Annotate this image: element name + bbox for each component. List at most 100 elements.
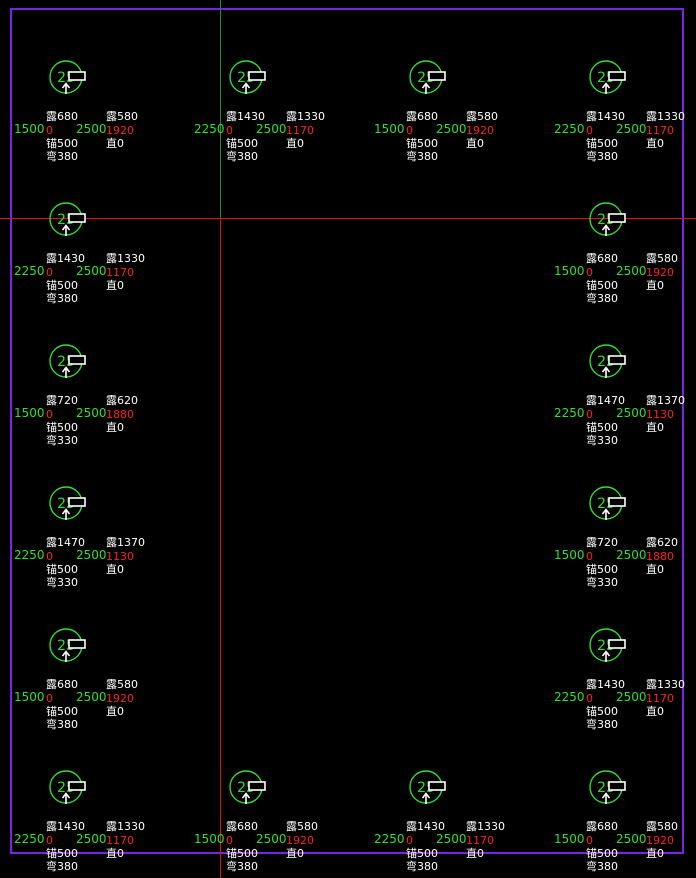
exposure-right-label: 露1370 — [646, 394, 685, 407]
anchor-length-label: 锚500 — [46, 705, 78, 718]
straight-length-label: 直0 — [286, 137, 304, 150]
red-left-value: 0 — [406, 834, 413, 847]
anchor-length-label: 锚500 — [586, 421, 618, 434]
exposure-left-label: 露1470 — [46, 536, 85, 549]
bend-length-label: 弯330 — [586, 576, 618, 589]
red-left-value: 0 — [586, 266, 593, 279]
straight-length-label: 直0 — [106, 705, 124, 718]
length-mid-value: 2500 — [436, 832, 467, 846]
bend-length-label: 弯380 — [586, 150, 618, 163]
exposure-left-label: 露1430 — [226, 110, 265, 123]
exposure-left-label: 露720 — [46, 394, 78, 407]
straight-length-label: 直0 — [106, 563, 124, 576]
exposure-right-label: 露1330 — [466, 820, 505, 833]
exposure-right-label: 露1330 — [646, 678, 685, 691]
red-right-value: 1170 — [106, 834, 134, 847]
red-right-value: 1880 — [646, 550, 674, 563]
length-mid-value: 2500 — [76, 264, 107, 278]
bend-length-label: 弯380 — [226, 860, 258, 873]
exposure-right-label: 露1330 — [286, 110, 325, 123]
exposure-right-label: 露580 — [646, 252, 678, 265]
length-left-value: 1500 — [554, 548, 585, 562]
rebar-symbol-icon: 25 — [589, 770, 626, 804]
red-left-value: 0 — [46, 266, 53, 279]
rebar-symbol-icon: 25 — [589, 486, 626, 520]
red-right-value: 1920 — [646, 834, 674, 847]
exposure-right-label: 露580 — [466, 110, 498, 123]
red-right-value: 1170 — [106, 266, 134, 279]
length-left-value: 1500 — [554, 264, 585, 278]
exposure-right-label: 露1370 — [106, 536, 145, 549]
exposure-right-label: 露580 — [106, 110, 138, 123]
bend-length-label: 弯380 — [406, 150, 438, 163]
length-left-value: 1500 — [14, 406, 45, 420]
red-left-value: 0 — [226, 834, 233, 847]
anchor-length-label: 锚500 — [586, 279, 618, 292]
red-right-value: 1920 — [286, 834, 314, 847]
exposure-left-label: 露1430 — [586, 678, 625, 691]
crosshair-horizontal — [0, 218, 696, 219]
bend-length-label: 弯380 — [46, 150, 78, 163]
rebar-symbol-icon: 25 — [409, 770, 446, 804]
bend-length-label: 弯380 — [586, 718, 618, 731]
bend-length-label: 弯380 — [46, 718, 78, 731]
rebar-symbol-icon: 25 — [229, 60, 266, 94]
straight-length-label: 直0 — [106, 279, 124, 292]
red-left-value: 0 — [586, 834, 593, 847]
bend-length-label: 弯330 — [586, 434, 618, 447]
length-left-value: 2250 — [14, 264, 45, 278]
red-right-value: 1170 — [646, 692, 674, 705]
red-left-value: 0 — [46, 692, 53, 705]
length-mid-value: 2500 — [616, 264, 647, 278]
rebar-symbol-icon: 25 — [229, 770, 266, 804]
red-left-value: 0 — [46, 408, 53, 421]
rebar-symbol-icon: 25 — [49, 770, 86, 804]
anchor-length-label: 锚500 — [586, 705, 618, 718]
bend-length-label: 弯330 — [46, 434, 78, 447]
red-left-value: 0 — [46, 124, 53, 137]
rebar-symbol-icon: 25 — [49, 628, 86, 662]
red-left-value: 0 — [586, 124, 593, 137]
length-mid-value: 2500 — [436, 122, 467, 136]
rebar-symbol-icon: 25 — [49, 60, 86, 94]
anchor-length-label: 锚500 — [46, 137, 78, 150]
anchor-length-label: 锚500 — [46, 279, 78, 292]
exposure-left-label: 露720 — [586, 536, 618, 549]
bend-length-label: 弯380 — [226, 150, 258, 163]
length-left-value: 2250 — [554, 406, 585, 420]
rebar-symbol-icon: 25 — [409, 60, 446, 94]
straight-length-label: 直0 — [646, 421, 664, 434]
length-left-value: 2250 — [14, 832, 45, 846]
anchor-length-label: 锚500 — [46, 563, 78, 576]
length-left-value: 2250 — [194, 122, 225, 136]
bend-length-label: 弯380 — [46, 292, 78, 305]
straight-length-label: 直0 — [106, 847, 124, 860]
red-right-value: 1920 — [106, 124, 134, 137]
red-right-value: 1920 — [646, 266, 674, 279]
anchor-length-label: 锚500 — [586, 847, 618, 860]
exposure-left-label: 露1470 — [586, 394, 625, 407]
exposure-right-label: 露1330 — [106, 820, 145, 833]
straight-length-label: 直0 — [646, 563, 664, 576]
exposure-right-label: 露620 — [646, 536, 678, 549]
red-right-value: 1130 — [646, 408, 674, 421]
length-mid-value: 2500 — [616, 832, 647, 846]
length-mid-value: 2500 — [616, 690, 647, 704]
